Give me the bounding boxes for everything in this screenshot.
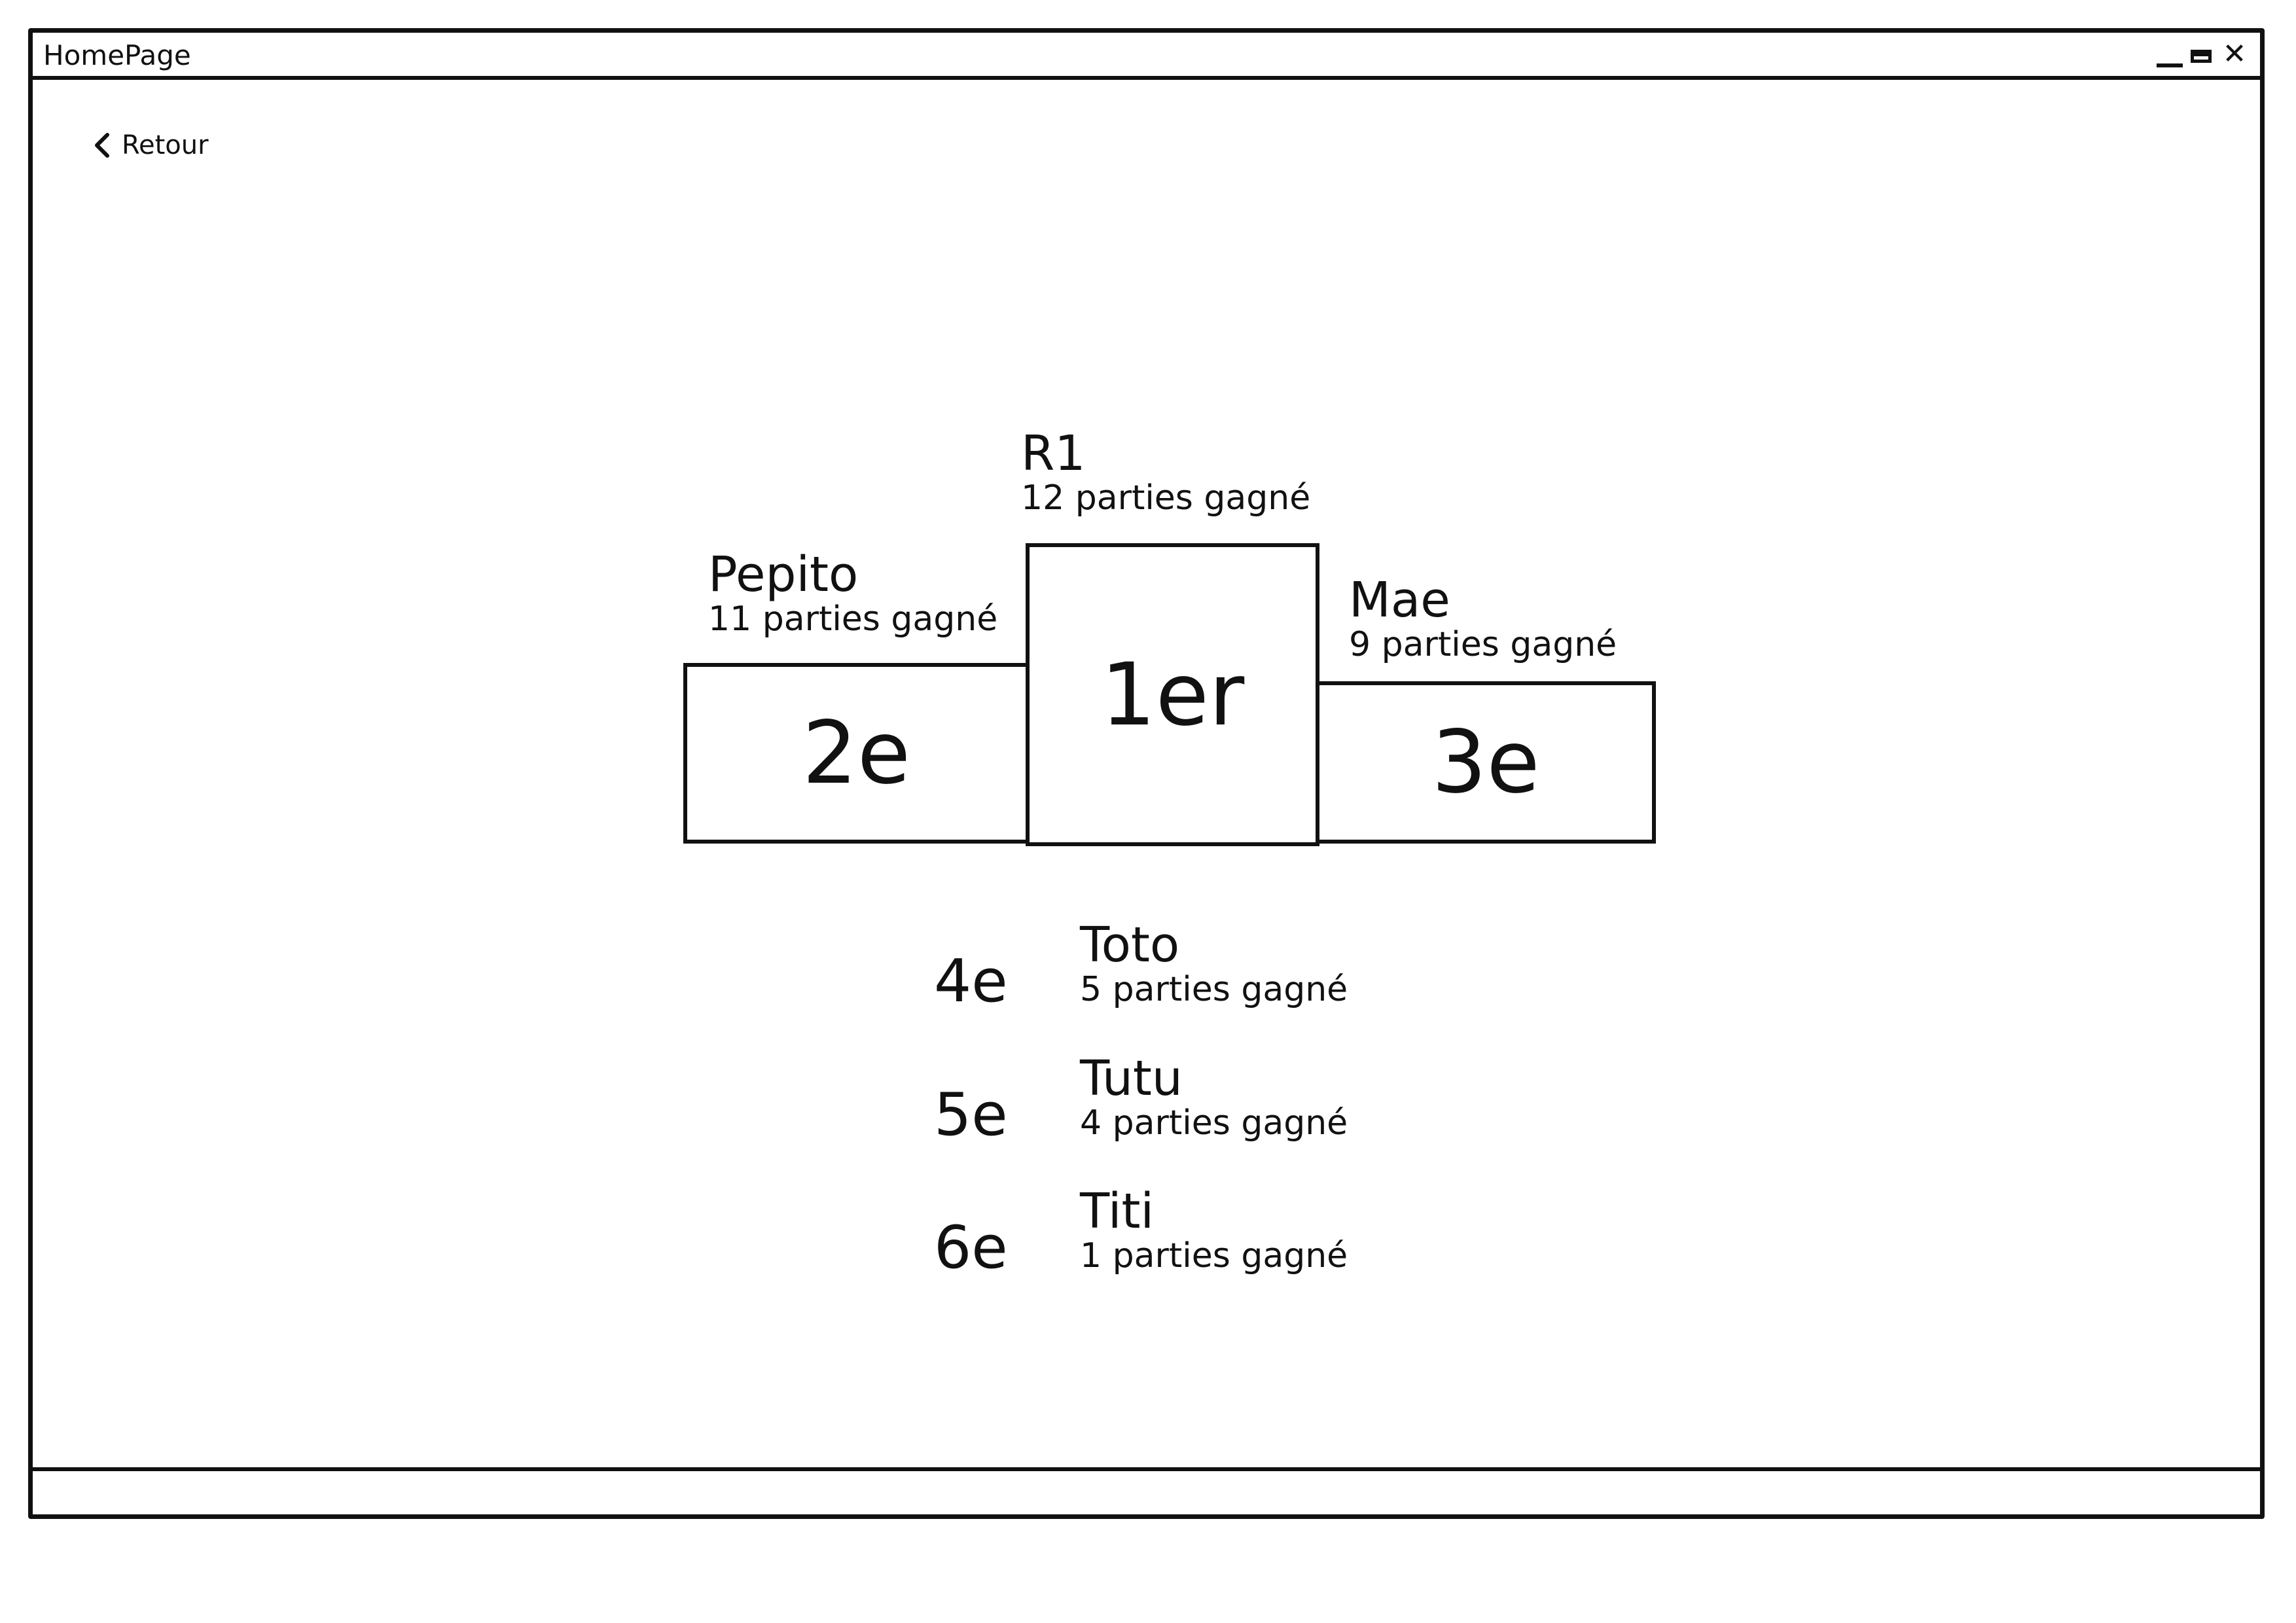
ranking-position: 6e [934, 1213, 1008, 1282]
back-label: Retour [122, 130, 209, 160]
podium-third-block: 3e [1316, 681, 1656, 844]
player-wins: 9 parties gagné [1349, 625, 1617, 664]
player-wins: 1 parties gagné [1080, 1236, 1348, 1275]
podium-second-block: 2e [683, 663, 1030, 844]
close-icon: ✕ [2222, 37, 2247, 71]
podium-third-info: Mae 9 parties gagné [1349, 575, 1617, 664]
podium-first-info: R1 12 parties gagné [1021, 428, 1310, 517]
ranking-player-info: Toto 5 parties gagné [1080, 919, 1348, 1008]
podium-rank-label: 1er [1100, 644, 1245, 745]
podium-first-block: 1er [1026, 543, 1319, 846]
player-name: Toto [1080, 917, 1180, 973]
ranking-row: 5e Tutu 4 parties gagné [934, 1053, 1431, 1171]
maximize-icon [2191, 50, 2212, 63]
ranking-player-info: Titi 1 parties gagné [1080, 1186, 1348, 1275]
player-wins: 4 parties gagné [1080, 1103, 1348, 1143]
back-link[interactable]: Retour [93, 126, 209, 165]
maximize-button[interactable] [2188, 43, 2215, 71]
status-bar [33, 1467, 2260, 1514]
window-controls: ✕ [2155, 38, 2248, 71]
player-name: R1 [1021, 425, 1086, 482]
chevron-left-icon [95, 133, 109, 158]
podium-rank-label: 3e [1431, 712, 1540, 813]
minimize-icon [2157, 63, 2183, 67]
podium-second-info: Pepito 11 parties gagné [708, 549, 997, 638]
player-wins: 11 parties gagné [708, 599, 998, 639]
minimize-button[interactable] [2155, 43, 2183, 71]
player-name: Pepito [708, 546, 859, 603]
ranking-player-info: Tutu 4 parties gagné [1080, 1053, 1348, 1142]
close-button[interactable]: ✕ [2221, 37, 2248, 71]
player-wins: 5 parties gagné [1080, 970, 1348, 1009]
ranking-row: 6e Titi 1 parties gagné [934, 1186, 1431, 1304]
ranking-position: 5e [934, 1080, 1008, 1149]
ranking-row: 4e Toto 5 parties gagné [934, 919, 1431, 1037]
app-window: HomePage ✕ Retour R1 12 parties gagné Pe… [28, 28, 2265, 1519]
player-name: Titi [1080, 1183, 1155, 1240]
player-name: Mae [1349, 572, 1450, 628]
window-title: HomePage [43, 39, 191, 71]
player-name: Tutu [1080, 1050, 1183, 1107]
podium-rank-label: 2e [802, 703, 911, 804]
ranking-position: 4e [934, 947, 1008, 1016]
player-wins: 12 parties gagné [1021, 478, 1311, 518]
title-bar: HomePage ✕ [33, 33, 2260, 80]
